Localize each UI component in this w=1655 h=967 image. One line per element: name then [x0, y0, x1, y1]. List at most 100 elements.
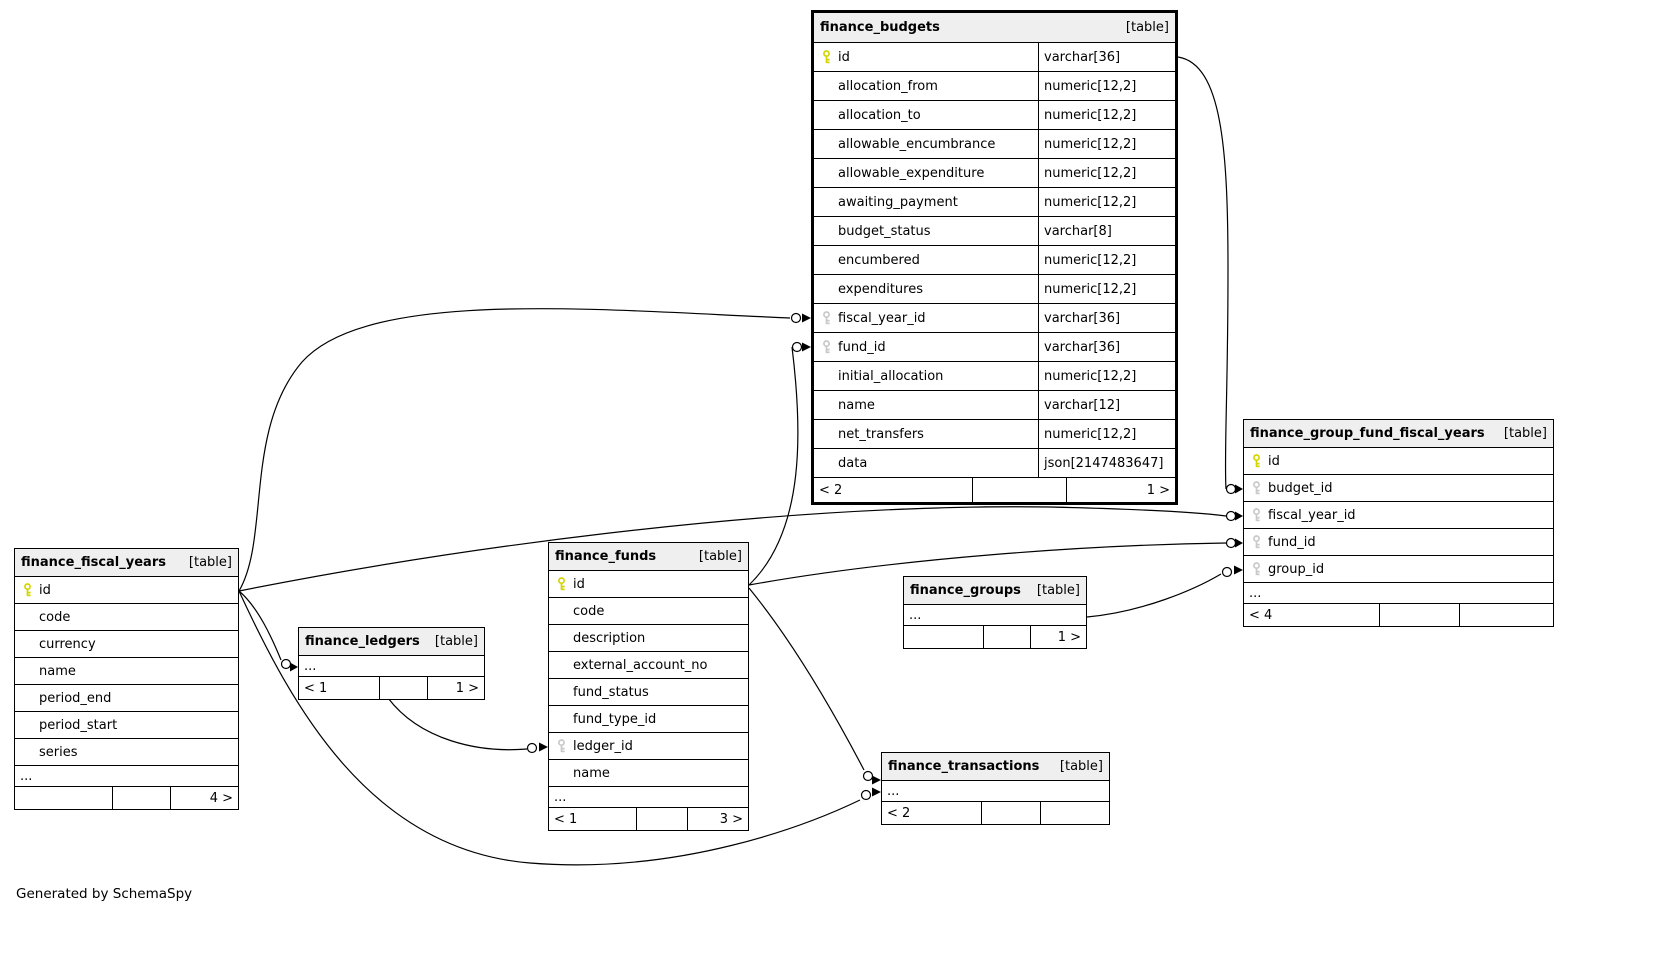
column-name: ledger_id	[573, 738, 633, 754]
column-name: allocation_from	[838, 78, 938, 94]
column-type: numeric[12,2]	[1038, 72, 1175, 100]
table-footer: < 2	[882, 802, 1109, 824]
footer-spacer	[113, 787, 172, 809]
edge-fiscal-years-to-budgets	[238, 308, 811, 592]
row-currency: currency	[15, 631, 238, 658]
table-finance-funds[interactable]: finance_funds [table] id code descriptio…	[548, 542, 749, 831]
table-finance-transactions[interactable]: finance_transactions [table] ... < 2	[881, 752, 1110, 825]
column-name: fiscal_year_id	[838, 310, 926, 326]
primary-key-icon	[549, 577, 573, 591]
footer-spacer	[637, 808, 689, 830]
parent-count: < 2	[882, 802, 982, 824]
row-fund-status: fund_status	[549, 679, 748, 706]
hidden-columns-ellipsis: ...	[15, 766, 238, 787]
table-footer: < 4	[1244, 604, 1553, 626]
column-name: fund_id	[1268, 534, 1316, 550]
column-name: code	[39, 609, 71, 625]
table-finance-fiscal-years[interactable]: finance_fiscal_years [table] id code cur…	[14, 548, 239, 810]
column-type: numeric[12,2]	[1038, 362, 1175, 390]
parent-count	[904, 626, 985, 648]
table-footer: 4 >	[15, 787, 238, 809]
table-name: finance_ledgers	[305, 634, 420, 649]
parent-count: < 2	[814, 478, 973, 502]
parent-count	[15, 787, 114, 809]
column-type: numeric[12,2]	[1038, 159, 1175, 187]
row-series: series	[15, 739, 238, 766]
column-name: id	[39, 582, 51, 598]
table-header: finance_funds [table]	[549, 543, 748, 571]
column-type: numeric[12,2]	[1038, 275, 1175, 303]
primary-key-icon	[1244, 454, 1268, 468]
row-period-end: period_end	[15, 685, 238, 712]
table-header: finance_groups [table]	[904, 577, 1086, 605]
column-name: description	[573, 630, 646, 646]
hidden-columns-ellipsis: ...	[549, 787, 748, 808]
column-type: numeric[12,2]	[1038, 246, 1175, 274]
table-finance-groups[interactable]: finance_groups [table] ... 1 >	[903, 576, 1087, 649]
column-type: varchar[36]	[1038, 43, 1175, 71]
table-name: finance_group_fund_fiscal_years	[1250, 426, 1485, 441]
column-name: currency	[39, 636, 96, 652]
table-finance-group-fund-fiscal-years[interactable]: finance_group_fund_fiscal_years [table] …	[1243, 419, 1554, 627]
row-id: id	[15, 577, 238, 604]
table-finance-ledgers[interactable]: finance_ledgers [table] ... < 1 1 >	[298, 627, 485, 700]
foreign-key-icon	[549, 739, 573, 753]
row-external-account-no: external_account_no	[549, 652, 748, 679]
row-id: id	[1244, 448, 1553, 475]
row-data: data json[2147483647]	[814, 449, 1175, 478]
column-name: fund_id	[838, 339, 886, 355]
column-name: name	[39, 663, 76, 679]
column-name: id	[573, 576, 585, 592]
column-name: name	[573, 765, 610, 781]
row-allowable-encumbrance: allowable_encumbrance numeric[12,2]	[814, 130, 1175, 159]
foreign-key-icon	[1244, 481, 1268, 495]
row-code: code	[549, 598, 748, 625]
row-description: description	[549, 625, 748, 652]
edge-fiscal-years-to-group-fund-fiscal-years	[238, 506, 1243, 592]
footer-spacer	[380, 677, 429, 699]
edge-fiscal-years-to-transactions	[238, 590, 881, 866]
hidden-columns-ellipsis: ...	[904, 605, 1086, 626]
edge-ledgers-to-funds	[387, 697, 548, 754]
edge-fiscal-years-to-ledgers	[238, 590, 298, 672]
footer-spacer	[982, 802, 1041, 824]
table-tag: [table]	[1503, 426, 1547, 441]
column-name: external_account_no	[573, 657, 708, 673]
row-id: id	[549, 571, 748, 598]
table-tag: [table]	[1125, 20, 1169, 35]
row-awaiting-payment: awaiting_payment numeric[12,2]	[814, 188, 1175, 217]
table-tag: [table]	[434, 634, 478, 649]
column-name: period_start	[39, 717, 118, 733]
column-name: name	[838, 397, 875, 413]
column-type: numeric[12,2]	[1038, 188, 1175, 216]
table-footer: < 1 1 >	[299, 677, 484, 699]
table-header: finance_group_fund_fiscal_years [table]	[1244, 420, 1553, 448]
column-name: budget_id	[1268, 480, 1333, 496]
hidden-columns-ellipsis: ...	[1244, 583, 1553, 604]
table-name: finance_groups	[910, 583, 1021, 598]
column-name: data	[838, 455, 868, 471]
row-expenditures: expenditures numeric[12,2]	[814, 275, 1175, 304]
foreign-key-icon	[814, 311, 838, 325]
row-budget-id: budget_id	[1244, 475, 1553, 502]
column-type: numeric[12,2]	[1038, 130, 1175, 158]
table-footer: < 1 3 >	[549, 808, 748, 830]
child-count: 3 >	[719, 811, 743, 827]
child-count: 1 >	[1146, 482, 1170, 498]
hidden-columns-ellipsis: ...	[882, 781, 1109, 802]
column-name: series	[39, 744, 78, 760]
parent-count: < 1	[549, 808, 637, 830]
table-tag: [table]	[1059, 759, 1103, 774]
table-finance-budgets[interactable]: finance_budgets [table] id varchar[36] a…	[811, 10, 1178, 505]
footer-spacer	[984, 626, 1032, 648]
column-name: id	[838, 49, 850, 65]
table-header: finance_fiscal_years [table]	[15, 549, 238, 577]
column-name: net_transfers	[838, 426, 924, 442]
row-fund-type-id: fund_type_id	[549, 706, 748, 733]
column-type: varchar[36]	[1038, 304, 1175, 332]
table-header: finance_budgets [table]	[814, 13, 1175, 43]
table-tag: [table]	[1036, 583, 1080, 598]
row-allocation-from: allocation_from numeric[12,2]	[814, 72, 1175, 101]
column-type: varchar[12]	[1038, 391, 1175, 419]
